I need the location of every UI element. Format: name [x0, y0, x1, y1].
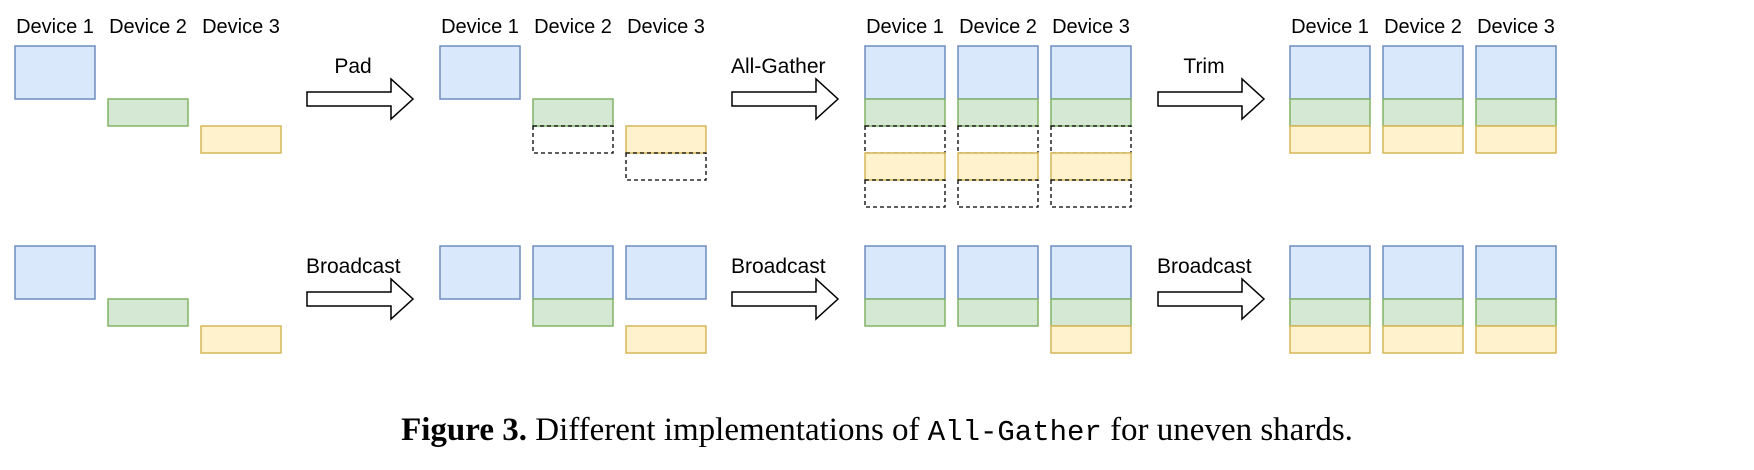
yellow-shard-block — [200, 325, 282, 354]
caption-text-before: Different implementations of — [535, 412, 920, 448]
operation-label: All-Gather — [731, 55, 826, 78]
green-shard-block — [107, 98, 189, 127]
arrow-icon — [306, 77, 415, 121]
arrow-icon — [1157, 277, 1266, 321]
blue-shard-block — [1475, 45, 1557, 100]
stage-group — [439, 45, 707, 181]
padding-block — [625, 152, 707, 181]
blue-shard-block — [439, 45, 521, 100]
blue-shard-block — [1050, 45, 1132, 100]
padding-block — [864, 179, 946, 208]
figure-label: Figure 3. — [401, 412, 527, 448]
operation-label: Broadcast — [731, 255, 826, 278]
stage-group — [864, 245, 1132, 354]
blue-shard-block — [1050, 245, 1132, 300]
stage-group — [1289, 45, 1557, 154]
padding-block — [957, 125, 1039, 154]
yellow-shard-block — [864, 152, 946, 181]
caption-text-after: for uneven shards. — [1110, 412, 1353, 448]
yellow-shard-block — [1382, 325, 1464, 354]
green-shard-block — [864, 98, 946, 127]
operation-label: Pad — [334, 55, 371, 78]
green-shard-block — [1382, 98, 1464, 127]
padding-row: Pad All-Gather Trim — [14, 45, 1557, 208]
yellow-shard-block — [1289, 125, 1371, 154]
blue-shard-block — [864, 245, 946, 300]
green-shard-block — [1050, 298, 1132, 327]
green-shard-block — [957, 298, 1039, 327]
stage-group — [864, 45, 1132, 208]
padding-block — [1050, 125, 1132, 154]
arrow-icon — [1157, 77, 1266, 121]
device-label: Device 1 — [866, 16, 944, 38]
operation-label: Trim — [1183, 55, 1224, 78]
blue-shard-block — [532, 245, 614, 300]
device-label: Device 1 — [1291, 16, 1369, 38]
yellow-shard-block — [957, 152, 1039, 181]
green-shard-block — [1475, 298, 1557, 327]
figure-caption: Figure 3. Different implementations of A… — [0, 412, 1754, 449]
green-shard-block — [1050, 98, 1132, 127]
device-label: Device 2 — [1384, 16, 1462, 38]
yellow-shard-block — [1382, 125, 1464, 154]
blue-shard-block — [957, 245, 1039, 300]
device-label: Device 3 — [1477, 16, 1555, 38]
green-shard-block — [1382, 298, 1464, 327]
yellow-shard-block — [1050, 325, 1132, 354]
blue-shard-block — [1289, 245, 1371, 300]
green-shard-block — [1289, 298, 1371, 327]
blue-shard-block — [625, 245, 707, 300]
device-labels-layer: Device 1 Device 2 Device 3 Device 1 Device 2… — [16, 16, 1555, 38]
broadcast-row: Broadcast Broadcast Broadcast — [14, 245, 1557, 354]
device-label: Device 1 — [441, 16, 519, 38]
padding-block — [1050, 179, 1132, 208]
yellow-shard-block — [200, 125, 282, 154]
operation-label: Broadcast — [306, 255, 401, 278]
device-label: Device 2 — [959, 16, 1037, 38]
green-shard-block — [1289, 98, 1371, 127]
green-shard-block — [107, 298, 189, 327]
blue-shard-block — [864, 45, 946, 100]
device-label: Device 1 — [16, 16, 94, 38]
arrow-icon — [731, 277, 840, 321]
green-shard-block — [957, 98, 1039, 127]
yellow-shard-block — [1050, 152, 1132, 181]
yellow-shard-block — [1475, 125, 1557, 154]
blue-shard-block — [439, 245, 521, 300]
device-label: Device 3 — [1052, 16, 1130, 38]
blue-shard-block — [1382, 45, 1464, 100]
green-shard-block — [1475, 98, 1557, 127]
yellow-shard-block — [1475, 325, 1557, 354]
device-label: Device 3 — [627, 16, 705, 38]
padding-block — [957, 179, 1039, 208]
device-label: Device 3 — [202, 16, 280, 38]
stage-group — [439, 245, 707, 354]
blue-shard-block — [1289, 45, 1371, 100]
yellow-shard-block — [625, 125, 707, 154]
stage-group — [14, 245, 282, 354]
green-shard-block — [864, 298, 946, 327]
caption-code: All-Gather — [927, 416, 1102, 449]
padding-block — [864, 125, 946, 154]
yellow-shard-block — [625, 325, 707, 354]
blue-shard-block — [957, 45, 1039, 100]
blue-shard-block — [14, 45, 96, 100]
operation-label: Broadcast — [1157, 255, 1252, 278]
padding-block — [532, 125, 614, 154]
device-label: Device 2 — [109, 16, 187, 38]
device-label: Device 2 — [534, 16, 612, 38]
blue-shard-block — [14, 245, 96, 300]
arrow-icon — [306, 277, 415, 321]
stage-group — [1289, 245, 1557, 354]
arrow-icon — [731, 77, 840, 121]
yellow-shard-block — [1289, 325, 1371, 354]
stage-group — [14, 45, 282, 154]
blue-shard-block — [1475, 245, 1557, 300]
blue-shard-block — [1382, 245, 1464, 300]
green-shard-block — [532, 298, 614, 327]
green-shard-block — [532, 98, 614, 127]
